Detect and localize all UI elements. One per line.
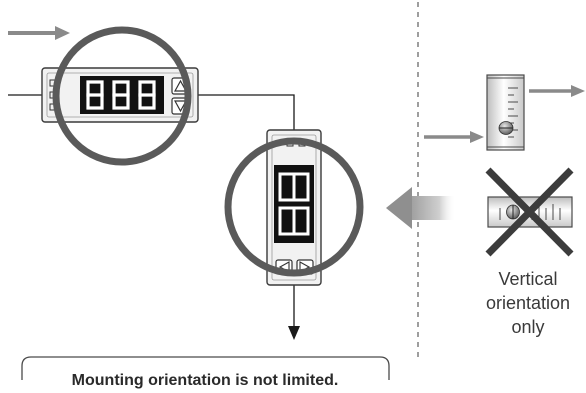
vertical-flowmeter-icon: [486, 74, 525, 151]
incoming-flow-arrow: [8, 26, 70, 40]
vertical-note-line-1: Vertical: [498, 269, 557, 289]
up-triangle-icon: [173, 79, 188, 92]
highlight-ring-horizontal: [52, 26, 192, 166]
vertical-sensor: [266, 129, 322, 286]
not-allowed-cross-icon: [485, 167, 574, 257]
horizontal-display-digits-icon: [86, 80, 156, 110]
pipe-line: [8, 94, 295, 330]
down-triangle-icon: [173, 100, 188, 113]
tube-inflow-arrow: [424, 131, 484, 143]
vertical-display-digits-icon: [278, 172, 310, 236]
vertical-note-line-3: only: [511, 317, 544, 337]
tube-outflow-arrow: [529, 85, 585, 97]
vertical-note-line-2: orientation: [486, 293, 570, 313]
caption-box: Mounting orientation is not limited.: [21, 356, 390, 389]
horizontal-sensor: [41, 67, 199, 123]
caption-text: Mounting orientation is not limited.: [72, 372, 339, 389]
orientation-reference-arrow: [386, 187, 456, 229]
highlight-ring-vertical: [224, 137, 364, 277]
outflow-arrowhead: [288, 326, 300, 340]
